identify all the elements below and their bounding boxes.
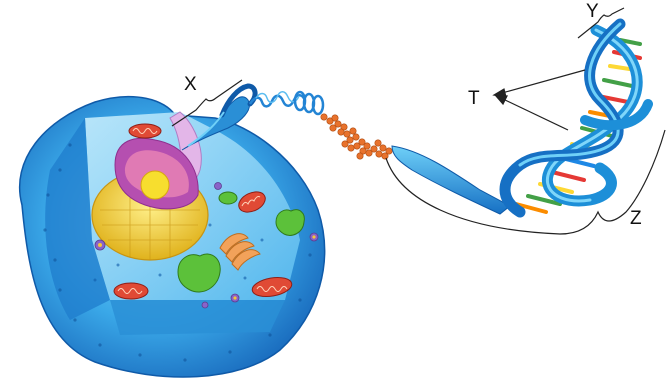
animal-cell: [20, 97, 325, 377]
label-z: Z: [630, 208, 642, 229]
label-y: Y: [586, 1, 599, 22]
mitochondrion: [114, 283, 148, 299]
t-arrows: [494, 70, 585, 130]
green-organelle: [276, 210, 304, 236]
coiled-chromatin: [250, 92, 323, 114]
z-bracket: [386, 130, 665, 234]
nucleosome-beads: [321, 114, 392, 159]
dna-double-helix: [392, 24, 648, 214]
green-organelle: [219, 192, 237, 204]
nucleolus: [141, 171, 169, 199]
mitochondrion: [129, 124, 161, 138]
label-x: X: [184, 74, 197, 95]
label-t: T: [468, 88, 480, 109]
